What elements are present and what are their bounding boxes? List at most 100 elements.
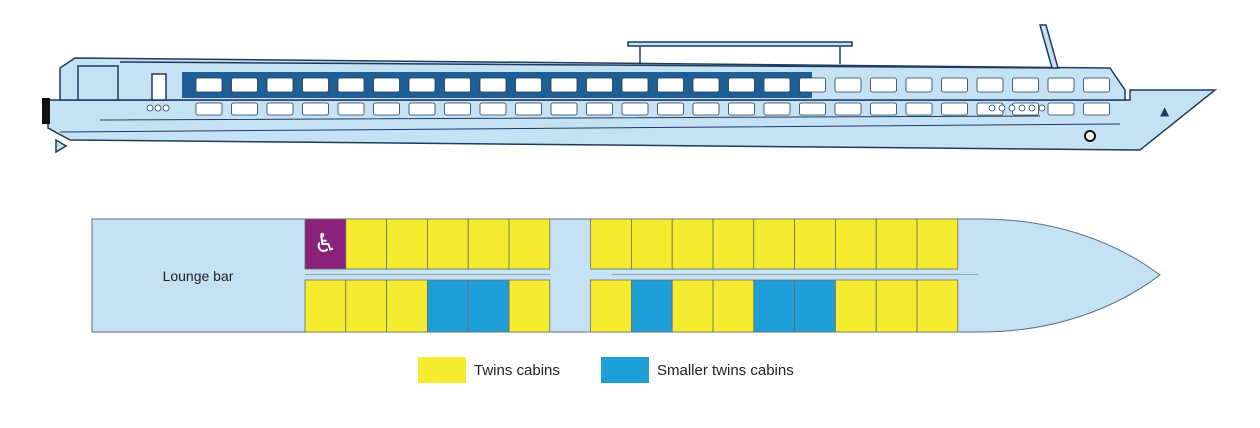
upper-window xyxy=(1012,77,1039,93)
upper-window xyxy=(976,77,1004,93)
lower-window xyxy=(479,102,507,116)
upper-window xyxy=(692,77,720,93)
lower-window xyxy=(302,102,329,116)
cabin-bottom-twins xyxy=(590,279,632,333)
lounge-bar-label: Lounge bar xyxy=(163,268,234,284)
lower-window xyxy=(870,102,897,116)
wheelchair-icon: ♿ xyxy=(314,229,337,259)
cabin-bottom-twins xyxy=(345,279,387,333)
lower-window xyxy=(586,102,613,116)
cabin-bottom-smaller xyxy=(794,279,836,333)
porthole xyxy=(146,104,154,112)
cabin-top-accessible xyxy=(304,218,347,270)
lower-window xyxy=(692,102,720,116)
cabin-bottom-twins xyxy=(508,279,551,333)
lower-window xyxy=(1047,102,1075,116)
lower-window xyxy=(337,102,365,116)
portholes xyxy=(146,104,1046,112)
porthole xyxy=(988,104,996,112)
cabin-bottom-twins xyxy=(916,279,959,333)
cabin-bottom-twins xyxy=(386,279,428,333)
cabin-top-twins xyxy=(426,218,469,270)
lower-window xyxy=(1083,102,1110,116)
upper-window xyxy=(1083,77,1110,93)
lower-window xyxy=(195,102,223,116)
lower-window xyxy=(373,102,400,116)
legend-smaller-label: Smaller twins cabins xyxy=(657,361,794,379)
upper-windows xyxy=(195,77,1110,93)
lower-window xyxy=(266,102,294,116)
porthole xyxy=(1008,104,1016,112)
cabin-top-twins xyxy=(916,218,959,270)
upper-window xyxy=(231,77,258,93)
upper-window xyxy=(799,77,826,93)
lower-window xyxy=(728,102,755,116)
legend-twins-swatch xyxy=(418,357,466,383)
upper-window xyxy=(905,77,933,93)
porthole xyxy=(1038,104,1046,112)
legend-twins-label: Twins cabins xyxy=(474,361,560,379)
cabin-bottom-smaller xyxy=(467,279,510,333)
upper-window xyxy=(621,77,649,93)
cabin-top-twins xyxy=(753,218,795,270)
legend-smaller-swatch xyxy=(601,357,649,383)
stern-panel xyxy=(42,98,50,124)
upper-window xyxy=(302,77,329,93)
anchor-icon xyxy=(1084,130,1096,142)
lower-window xyxy=(763,102,791,116)
cabin-bottom-twins xyxy=(304,279,347,333)
upper-window xyxy=(195,77,223,93)
cabin-top-twins xyxy=(467,218,510,270)
upper-window xyxy=(550,77,578,93)
lower-window xyxy=(515,102,542,116)
upper-window xyxy=(834,77,862,93)
cabin-top-twins xyxy=(590,218,632,270)
cabin-bottom-smaller xyxy=(753,279,795,333)
cabin-top-twins xyxy=(386,218,428,270)
upper-window xyxy=(763,77,791,93)
lower-window xyxy=(905,102,933,116)
lower-window xyxy=(799,102,826,116)
lower-window xyxy=(941,102,968,116)
cabin-top-twins xyxy=(794,218,836,270)
cabin-top-twins xyxy=(712,218,755,270)
ship-side-profile: ▲ xyxy=(42,24,1218,154)
cabin-grid: ♿ xyxy=(304,218,978,333)
upper-window xyxy=(408,77,436,93)
lower-window xyxy=(408,102,436,116)
upper-window xyxy=(870,77,897,93)
cabin-top-twins xyxy=(875,218,918,270)
cabin-bottom-twins xyxy=(875,279,918,333)
lower-window xyxy=(834,102,862,116)
cabin-top-twins xyxy=(345,218,387,270)
porthole xyxy=(154,104,162,112)
cabin-bottom-twins xyxy=(671,279,714,333)
cabin-bottom-smaller xyxy=(631,279,673,333)
cabin-top-twins xyxy=(508,218,551,270)
cabin-top-twins xyxy=(835,218,877,270)
upper-window xyxy=(1047,77,1075,93)
upper-window xyxy=(444,77,471,93)
porthole xyxy=(998,104,1006,112)
upper-window xyxy=(337,77,365,93)
porthole xyxy=(162,104,170,112)
cabin-bottom-twins xyxy=(835,279,877,333)
porthole xyxy=(1018,104,1026,112)
upper-window xyxy=(586,77,613,93)
lower-window xyxy=(657,102,684,116)
cabin-bottom-smaller xyxy=(426,279,469,333)
lower-window xyxy=(231,102,258,116)
legend-twins: Twins cabins xyxy=(418,357,560,383)
porthole xyxy=(1028,104,1036,112)
lower-window xyxy=(444,102,471,116)
cabin-bottom-twins xyxy=(712,279,755,333)
upper-window xyxy=(941,77,968,93)
cabin-top-twins xyxy=(671,218,714,270)
lower-window xyxy=(621,102,649,116)
upper-window xyxy=(266,77,294,93)
lower-window xyxy=(550,102,578,116)
deck-plan: ♿ Lounge bar xyxy=(91,218,1161,333)
cabin-top-twins xyxy=(631,218,673,270)
upper-window xyxy=(373,77,400,93)
legend-smaller: Smaller twins cabins xyxy=(601,357,794,383)
